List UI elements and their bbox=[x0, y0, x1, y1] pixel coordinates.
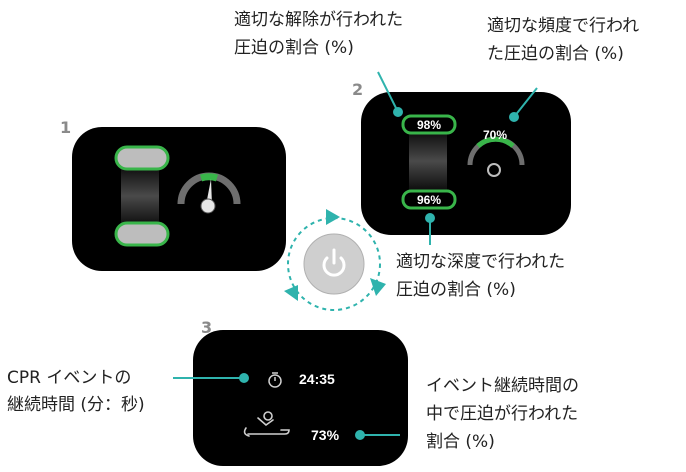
callout-fraction-line-3: 割合 (%) bbox=[426, 432, 495, 452]
panel-2-graphics bbox=[401, 114, 525, 210]
leader-rate bbox=[513, 87, 538, 118]
stopwatch-icon bbox=[268, 372, 282, 388]
callout-release-line-1: 適切な解除が行われた bbox=[234, 10, 404, 30]
leader-release bbox=[377, 71, 399, 113]
leader-release-dot bbox=[393, 107, 403, 117]
callout-depth-line-1: 適切な深度で行われた bbox=[396, 252, 566, 272]
panel-1-idle-display bbox=[72, 127, 286, 271]
callout-fraction-line-2: 中で圧迫が行われた bbox=[426, 404, 579, 424]
callout-depth-line-2: 圧迫の割合 (%) bbox=[396, 280, 516, 300]
leader-depth-dot bbox=[425, 213, 435, 223]
release-pct-box bbox=[401, 114, 457, 135]
power-button-graphic bbox=[284, 209, 386, 311]
panel-1-graphics bbox=[114, 145, 241, 247]
compression-fraction-value: 73% bbox=[311, 427, 340, 443]
step-number-1: 1 bbox=[60, 118, 72, 137]
callout-duration-line-1: CPR イベントの bbox=[7, 368, 132, 388]
callout-duration-line-2: 継続時間 (分：秒) bbox=[7, 395, 145, 415]
panel-2-compression-quality: 98% 70% 96% bbox=[361, 92, 571, 235]
panel-3-event-summary: 24:35 73% bbox=[193, 330, 408, 466]
compression-column bbox=[121, 167, 159, 225]
callout-fraction-line-1: イベント継続時間の bbox=[426, 376, 579, 396]
leader-duration-dot bbox=[239, 373, 249, 383]
depth-indicator bbox=[114, 221, 170, 247]
panel-3-graphics bbox=[243, 372, 290, 437]
leader-rate-dot bbox=[509, 112, 519, 122]
rate-pct-value: 70% bbox=[482, 128, 508, 142]
compression-column-2 bbox=[409, 132, 447, 190]
depth-pct-value: 96% bbox=[416, 193, 442, 207]
callout-rate-line-1: 適切な頻度で行われ bbox=[487, 16, 640, 36]
release-pct-value: 98% bbox=[416, 118, 442, 132]
rate-gauge-hub-2 bbox=[487, 163, 501, 177]
cpr-person-icon bbox=[243, 411, 290, 437]
arrow-right bbox=[370, 278, 386, 296]
step-number-2: 2 bbox=[352, 80, 364, 99]
step-number-3: 3 bbox=[201, 318, 213, 337]
rate-gauge-green-zone-2 bbox=[476, 136, 515, 148]
callout-release-line-2: 圧迫の割合 (%) bbox=[234, 38, 354, 58]
rate-gauge-hub bbox=[200, 198, 216, 214]
rate-gauge-green-zone bbox=[200, 173, 218, 182]
arrow-top bbox=[326, 209, 340, 225]
rate-gauge-needle bbox=[206, 179, 212, 205]
arrow-bottom-left bbox=[284, 285, 298, 301]
callout-rate-line-2: た圧迫の割合 (%) bbox=[487, 44, 624, 64]
release-indicator bbox=[114, 145, 170, 171]
depth-pct-box bbox=[401, 189, 457, 210]
duration-value: 24:35 bbox=[299, 371, 335, 387]
power-icon bbox=[322, 248, 346, 277]
leader-fraction-dot bbox=[355, 430, 365, 440]
